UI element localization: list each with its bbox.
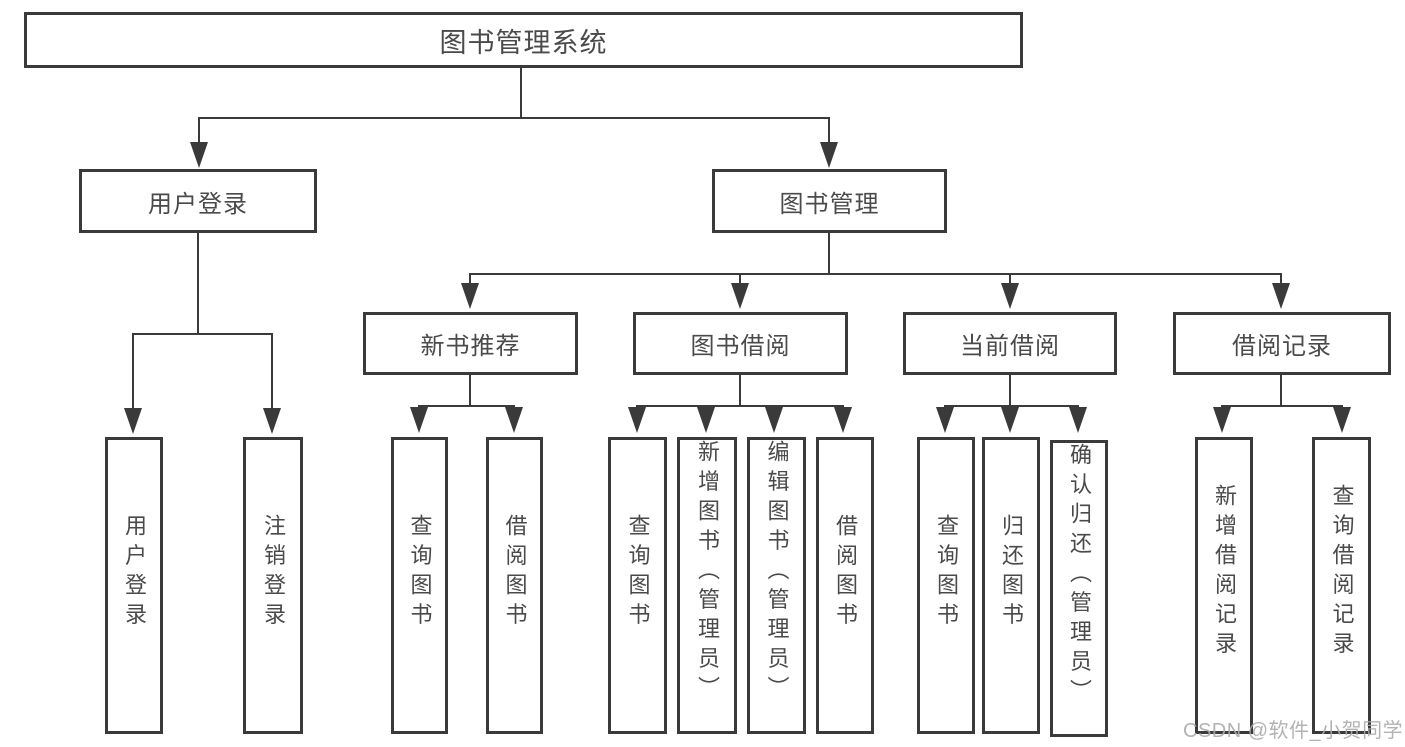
leaf-logout: 注销登录 bbox=[243, 437, 303, 734]
node-label: 查询图书 bbox=[625, 513, 651, 632]
node-book-borrow: 图书借阅 bbox=[633, 312, 848, 375]
leaf-borrow-books: 借阅图书 bbox=[816, 437, 874, 734]
arrowhead-leaf-query-books-c bbox=[936, 407, 954, 433]
arrowhead-leaf-add-books bbox=[697, 407, 715, 433]
node-label: 注销登录 bbox=[261, 513, 286, 632]
arrowhead-leaf-query-books-a bbox=[410, 407, 428, 433]
node-borrow-records: 借阅记录 bbox=[1173, 312, 1391, 375]
connector-user-login-splitter bbox=[132, 333, 273, 335]
node-label: 当前借阅 bbox=[960, 333, 1060, 360]
leaf-query-borrow-record: 查询借阅记录 bbox=[1312, 437, 1371, 734]
connector-drop-leaf-logout bbox=[271, 333, 273, 411]
leaf-query-books-borrow: 查询图书 bbox=[608, 437, 667, 734]
node-current-borrow: 当前借阅 bbox=[903, 312, 1117, 375]
node-label: 借阅记录 bbox=[1232, 333, 1332, 360]
connector-book-management-stem bbox=[828, 233, 830, 275]
connector-drop-book-management bbox=[828, 117, 830, 146]
connector-book-borrow-splitter bbox=[636, 405, 844, 407]
arrowhead-user-login bbox=[190, 142, 208, 168]
node-label: 新增图书（管理员） bbox=[695, 440, 720, 706]
arrowhead-leaf-query-books-b bbox=[628, 407, 646, 433]
connector-new-book-splitter bbox=[418, 405, 515, 407]
node-label: 图书借阅 bbox=[690, 333, 791, 360]
connector-user-login-stem bbox=[197, 233, 199, 335]
arrowhead-leaf-confirm-return bbox=[1069, 407, 1087, 433]
node-label: 图书管理系统 bbox=[439, 27, 608, 58]
leaf-confirm-return-admin: 确认归还（管理员） bbox=[1050, 440, 1108, 737]
connector-book-management-splitter bbox=[469, 273, 1282, 275]
arrowhead-leaf-edit-books bbox=[765, 407, 783, 433]
node-label: 借阅图书 bbox=[833, 513, 858, 632]
leaf-add-borrow-record: 新增借阅记录 bbox=[1195, 437, 1253, 734]
node-label: 用户登录 bbox=[148, 190, 248, 218]
leaf-query-books-current: 查询图书 bbox=[917, 437, 975, 734]
arrowhead-leaf-borrow-books-b bbox=[834, 407, 852, 433]
connector-drop-current-borrow bbox=[1009, 273, 1011, 287]
node-label: 新书推荐 bbox=[420, 333, 521, 360]
connector-root-stem bbox=[520, 68, 522, 119]
arrowhead-leaf-return-books bbox=[1001, 407, 1019, 433]
node-label: 借阅图书 bbox=[502, 513, 528, 632]
arrowhead-leaf-user-login bbox=[124, 408, 142, 434]
connector-current-borrow-stem bbox=[1009, 375, 1011, 407]
node-label: 确认归还（管理员） bbox=[1067, 443, 1092, 709]
connector-borrow-records-splitter bbox=[1221, 405, 1343, 407]
arrowhead-new-book bbox=[461, 283, 479, 309]
node-user-login: 用户登录 bbox=[79, 169, 317, 233]
node-book-management: 图书管理 bbox=[712, 169, 947, 233]
csdn-watermark: CSDN @软件_小贺同学 bbox=[1183, 720, 1404, 742]
connector-current-borrow-splitter bbox=[944, 405, 1079, 407]
arrowhead-leaf-add-record bbox=[1213, 407, 1231, 433]
connector-drop-user-login bbox=[198, 117, 200, 146]
node-label: 新增借阅记录 bbox=[1212, 484, 1237, 661]
connector-drop-book-borrow bbox=[739, 273, 741, 287]
leaf-user-login: 用户登录 bbox=[105, 437, 163, 734]
arrowhead-book-management bbox=[820, 142, 838, 168]
leaf-borrow-books-recommend: 借阅图书 bbox=[486, 437, 543, 734]
leaf-query-books-recommend: 查询图书 bbox=[391, 437, 448, 734]
arrowhead-leaf-logout bbox=[263, 408, 281, 434]
arrowhead-borrow-records bbox=[1272, 283, 1290, 309]
arrowhead-book-borrow bbox=[731, 283, 749, 309]
connector-book-borrow-stem bbox=[739, 375, 741, 407]
node-label: 查询图书 bbox=[407, 513, 433, 632]
arrowhead-leaf-query-record bbox=[1333, 407, 1351, 433]
leaf-edit-books-admin: 编辑图书（管理员） bbox=[747, 437, 806, 734]
node-label: 用户登录 bbox=[122, 513, 147, 632]
leaf-return-books: 归还图书 bbox=[982, 437, 1040, 734]
connector-borrow-records-stem bbox=[1280, 375, 1282, 407]
node-label: 查询借阅记录 bbox=[1329, 484, 1355, 661]
node-library-management-system: 图书管理系统 bbox=[24, 12, 1023, 68]
node-label: 编辑图书（管理员） bbox=[764, 440, 790, 706]
arrowhead-leaf-borrow-books-a bbox=[505, 407, 523, 433]
connector-drop-borrow-records bbox=[1280, 273, 1282, 287]
connector-root-splitter bbox=[198, 117, 830, 119]
node-label: 图书管理 bbox=[779, 190, 880, 218]
node-label: 查询图书 bbox=[934, 513, 959, 632]
node-new-book-recommend: 新书推荐 bbox=[363, 312, 578, 375]
connector-new-book-stem bbox=[469, 375, 471, 407]
connector-drop-leaf-user-login bbox=[132, 333, 134, 411]
arrowhead-current-borrow bbox=[1001, 283, 1019, 309]
connector-drop-new-book bbox=[469, 273, 471, 287]
node-label: 归还图书 bbox=[999, 513, 1024, 632]
leaf-add-books-admin: 新增图书（管理员） bbox=[677, 437, 737, 734]
